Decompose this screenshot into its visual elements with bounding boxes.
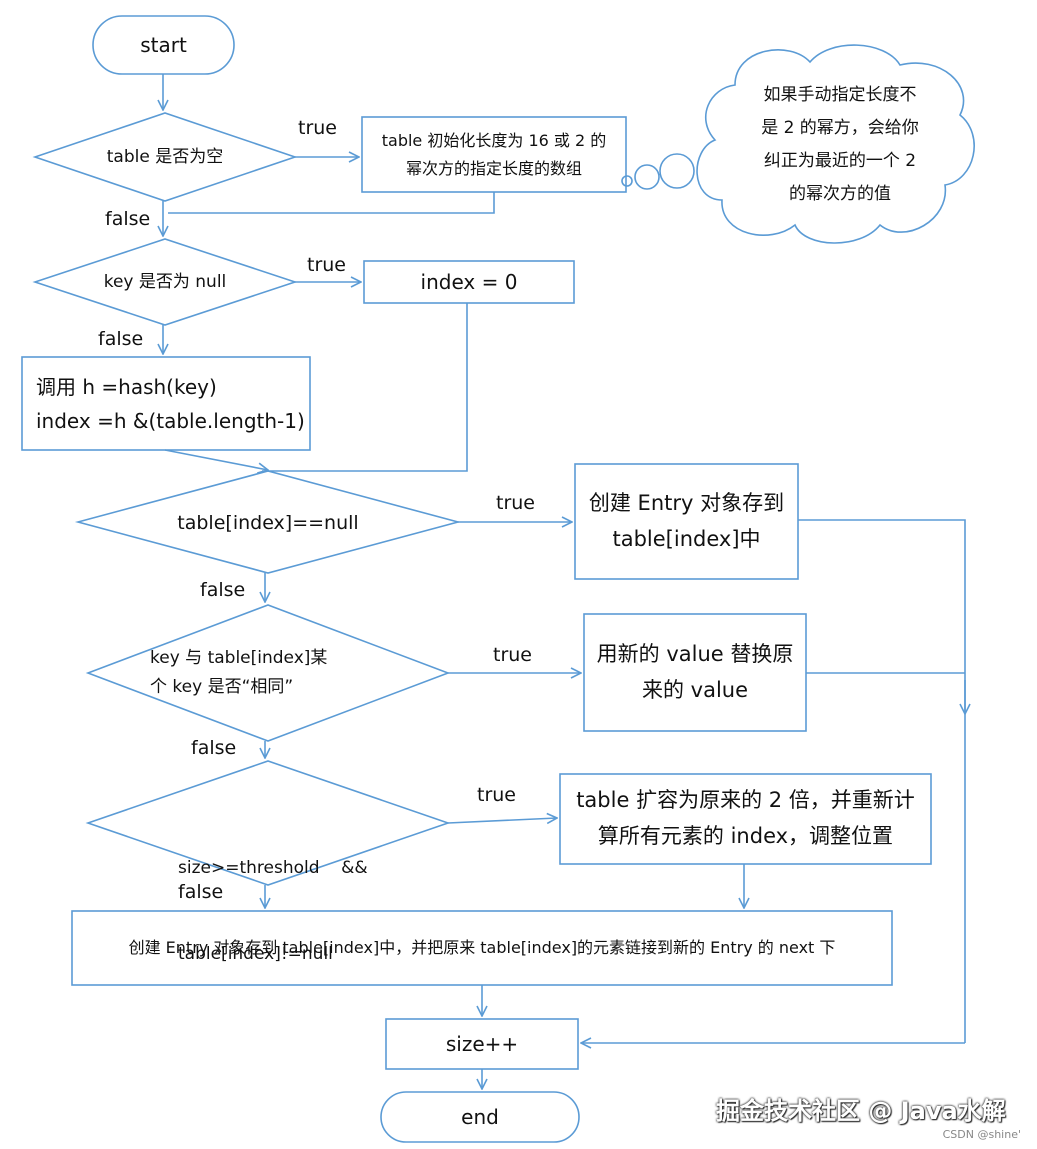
edge-label-true-3: true <box>496 492 535 514</box>
watermark-main: 掘金技术社区 @ Java水解 <box>716 1097 1006 1125</box>
decision-table-empty-label: table 是否为空 <box>65 143 265 172</box>
process-hash-line2: index =h &(table.length-1) <box>36 408 305 433</box>
edge-label-false-1: false <box>105 208 151 230</box>
process-link-entry-text: 创建 Entry 对象存到 table[index]中，并把原来 table[i… <box>128 938 836 958</box>
edge-create-right <box>798 519 966 1043</box>
process-size-inc-text: size++ <box>445 1032 519 1056</box>
process-index-zero-label: index = 0 <box>364 261 574 303</box>
edge-label-true-5: true <box>477 784 516 806</box>
decision-resize-line2: table[index]!=null <box>178 944 333 965</box>
decision-same-key-label: key 与 table[index]某 个 key 是否“相同” <box>150 644 390 702</box>
edge-label-false-2: false <box>98 328 144 350</box>
end-label: end <box>381 1092 579 1142</box>
process-link-entry-label: 创建 Entry 对象存到 table[index]中，并把原来 table[i… <box>72 911 892 985</box>
cloud-bubble-2 <box>634 164 660 190</box>
process-create-line1: 创建 Entry 对象存到 <box>588 490 785 515</box>
process-size-inc-label: size++ <box>386 1019 578 1069</box>
edge-label-true-4: true <box>493 644 532 666</box>
cloud-note <box>696 44 975 244</box>
decision-resize-label: size>=threshold && table[index]!=null <box>178 796 418 998</box>
process-create-entry-label: 创建 Entry 对象存到 table[index]中 <box>575 464 798 579</box>
process-index-zero <box>363 260 575 304</box>
decision-slot-null-label: table[index]==null <box>148 507 388 539</box>
cloud-bubble-3 <box>659 153 695 189</box>
end-text: end <box>461 1105 499 1129</box>
decision-resize-line1: size>=threshold && <box>178 857 368 878</box>
process-replace-value-label: 用新的 value 替换原 来的 value <box>584 614 806 731</box>
decision-slot-null-text: table[index]==null <box>177 512 359 534</box>
cloud-line2: 是 2 的幂方，会给你 <box>761 117 919 138</box>
process-resize-label: table 扩容为原来的 2 倍，并重新计 算所有元素的 index，调整位置 <box>560 774 931 864</box>
cloud-bubble-1 <box>621 175 633 187</box>
process-resize-line1: table 扩容为原来的 2 倍，并重新计 <box>576 788 915 813</box>
process-init-label: table 初始化长度为 16 或 2 的 幂次方的指定长度的数组 <box>362 117 626 192</box>
process-init-table <box>361 116 627 193</box>
edge-init-return <box>168 192 495 214</box>
process-replace-value <box>583 613 807 732</box>
cloud-line3: 纠正为最近的一个 2 <box>763 151 917 171</box>
process-create-entry <box>574 463 799 580</box>
cloud-line4: 的幂次方的值 <box>789 184 891 205</box>
edge-d5-true <box>447 818 557 823</box>
decision-key-null-text: key 是否为 null <box>103 272 227 292</box>
edge-label-false-4: false <box>191 737 237 759</box>
start-text: start <box>140 33 187 57</box>
process-resize <box>559 773 932 865</box>
watermark-sub: CSDN @shine' <box>942 1128 1021 1141</box>
process-hash-label: 调用 h =hash(key) index =h &(table.length-… <box>22 357 310 450</box>
decision-table-empty-text: table 是否为空 <box>106 147 224 167</box>
process-resize-line2: 算所有元素的 index，调整位置 <box>597 824 894 848</box>
decision-same-line1: key 与 table[index]某 <box>150 648 328 668</box>
process-create-line2: table[index]中 <box>612 526 761 551</box>
process-init-line2: 幂次方的指定长度的数组 <box>405 158 582 178</box>
edge-hash-to-d3 <box>164 449 268 470</box>
process-replace-line2: 来的 value <box>641 677 749 702</box>
edge-label-true-1: true <box>298 117 337 139</box>
end-terminal <box>380 1091 580 1143</box>
decision-same-line2: 个 key 是否“相同” <box>150 676 294 697</box>
process-hash <box>21 356 311 451</box>
process-replace-line1: 用新的 value 替换原 <box>596 641 794 666</box>
edge-index0-return <box>262 303 468 472</box>
start-label: start <box>93 16 234 74</box>
process-hash-line1: 调用 h =hash(key) <box>36 374 217 399</box>
decision-key-null-label: key 是否为 null <box>65 268 265 297</box>
process-init-line1: table 初始化长度为 16 或 2 的 <box>381 131 607 151</box>
edge-label-false-3: false <box>200 579 246 601</box>
edge-label-true-2: true <box>307 254 346 276</box>
cloud-line1: 如果手动指定长度不 <box>763 84 917 105</box>
process-index-zero-text: index = 0 <box>420 270 518 294</box>
process-link-entry <box>71 910 893 986</box>
cloud-note-label: 如果手动指定长度不 是 2 的幂方，会给你 纠正为最近的一个 2 的幂次方的值 <box>722 70 958 220</box>
edge-label-false-5: false <box>178 881 224 903</box>
